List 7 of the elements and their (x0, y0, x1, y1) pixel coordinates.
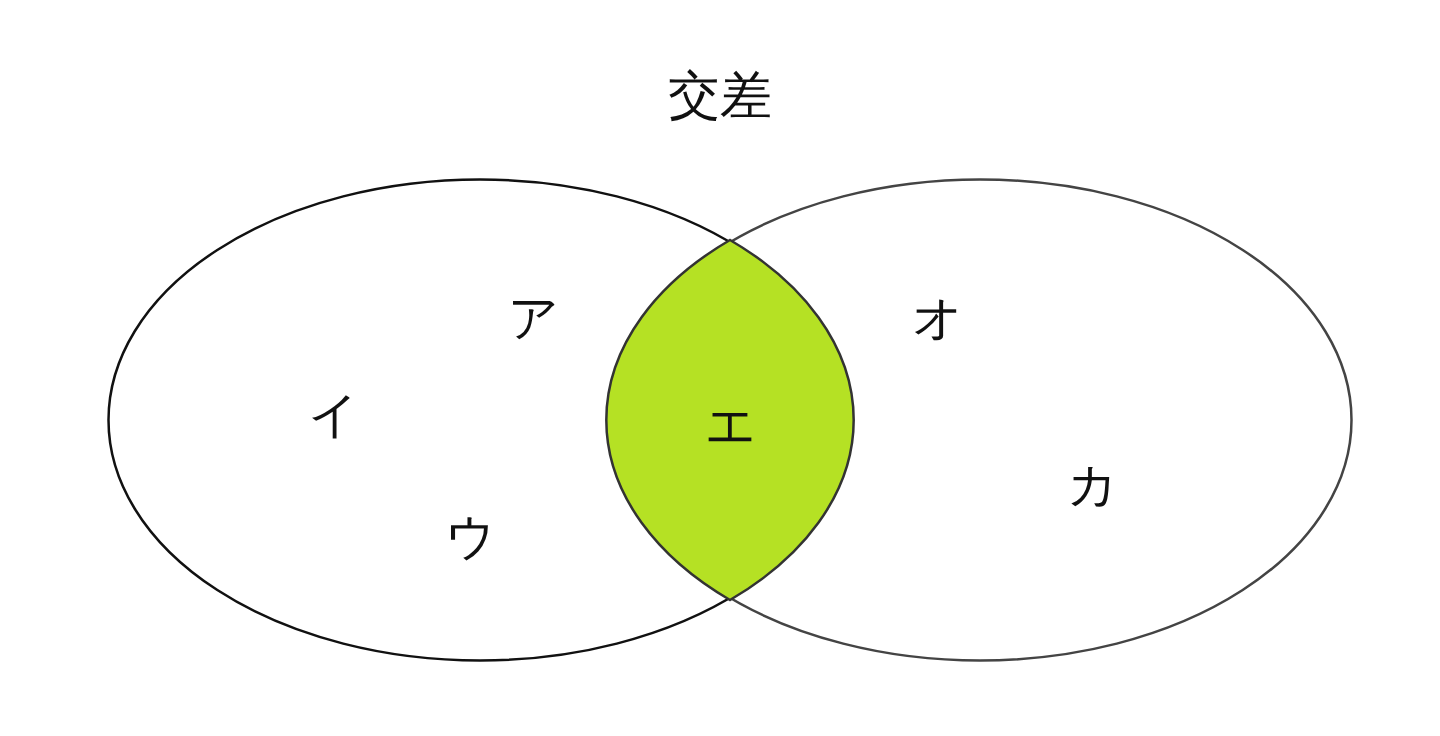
element-label: ウ (444, 512, 496, 562)
element-label: エ (704, 400, 756, 450)
element-label: イ (307, 390, 359, 440)
element-label: カ (1066, 460, 1118, 510)
element-label: オ (911, 293, 963, 343)
diagram-title: 交差 (668, 69, 772, 121)
element-label: ア (507, 293, 559, 343)
